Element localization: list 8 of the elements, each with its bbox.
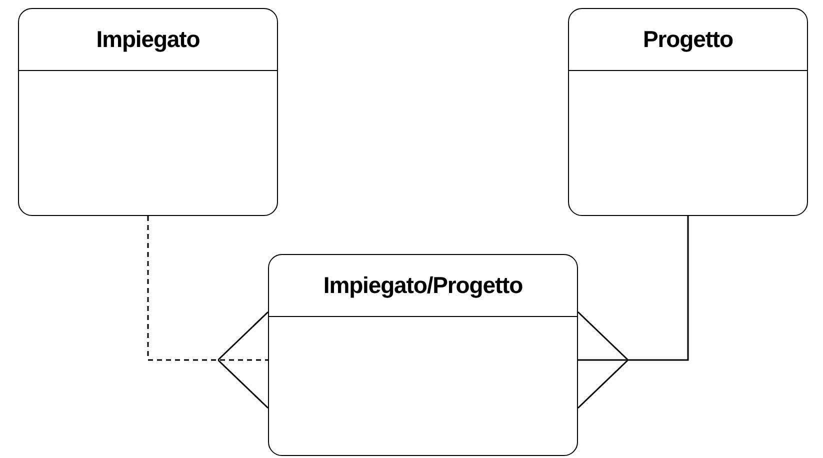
entity-title: Impiegato [96,25,200,54]
entity-title: Progetto [643,25,733,54]
entity-box [268,254,578,456]
crows-foot-connector [147,216,269,409]
entity-title: Impiegato/Progetto [323,271,523,300]
entity-box [18,8,278,216]
entity-box [568,8,808,216]
crows-foot-connector [577,216,689,409]
